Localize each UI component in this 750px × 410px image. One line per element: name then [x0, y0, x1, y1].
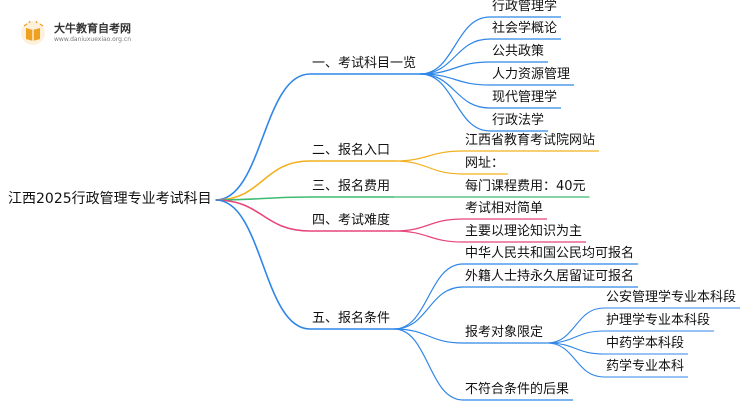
root-node: 江西2025行政管理专业考试科目	[8, 191, 212, 207]
leaf-eligible-major: 药学专业本科	[606, 359, 685, 374]
sub-child-connector	[547, 307, 605, 344]
branch-child-connector	[394, 286, 464, 330]
branch-child-connector	[394, 150, 464, 162]
branch-exam-difficulty: 四、考试难度	[312, 213, 391, 228]
branch-registration-entry: 二、报名入口	[312, 143, 391, 158]
leaf-eligible-major: 护理学专业本科段	[606, 313, 711, 328]
root-branch-connector	[215, 196, 311, 201]
leaf-condition: 中华人民共和国公民均可报名	[465, 246, 635, 261]
branch-registration-conditions: 五、报名条件	[312, 311, 391, 326]
leaf-condition: 外籍人士持永久居留证可报名	[465, 269, 635, 284]
leaf-difficulty: 考试相对简单	[465, 201, 544, 216]
sub-child-connector	[547, 342, 605, 378]
sub-child-connector	[547, 330, 605, 344]
leaf-subject: 现代管理学	[492, 90, 558, 105]
branch-child-connector	[394, 328, 464, 344]
leaf-condition: 不符合条件的后果	[465, 382, 570, 397]
branch-exam-subjects: 一、考试科目一览	[312, 56, 417, 71]
root-branch-connector	[215, 73, 311, 201]
node-eligible-restriction: 报考对象限定	[465, 325, 544, 340]
leaf-subject: 行政法学	[492, 113, 545, 128]
branch-child-connector	[394, 328, 464, 401]
branch-child-connector	[394, 160, 464, 175]
leaf-eligible-major: 中药学本科段	[606, 336, 685, 351]
site-logo: 大牛教育自考网 www.daniuxuexiao.org.cn	[16, 14, 136, 50]
branch-child-connector	[420, 16, 491, 75]
branch-child-connector	[394, 218, 464, 232]
root-branch-connector	[215, 199, 311, 330]
leaf-eligible-major: 公安管理学专业本科段	[606, 290, 737, 305]
leaf-registration-url: 网址：	[465, 156, 505, 171]
branch-registration-fee: 三、报名费用	[312, 179, 391, 194]
logo-url: www.daniuxuexiao.org.cn	[54, 36, 131, 43]
branch-child-connector	[394, 263, 464, 330]
leaf-subject: 人力资源管理	[492, 67, 571, 82]
branch-child-connector	[420, 61, 491, 75]
branch-child-connector	[420, 38, 491, 75]
root-branch-connector	[215, 160, 311, 201]
branch-child-connector	[394, 230, 464, 243]
logo-site-name: 大牛教育自考网	[54, 22, 131, 35]
leaf-difficulty: 主要以理论知识为主	[465, 224, 583, 239]
leaf-subject: 公共政策	[492, 44, 545, 59]
leaf-registration-site: 江西省教育考试院网站	[465, 133, 596, 148]
branch-child-connector	[420, 73, 491, 132]
leaf-subject: 行政管理学	[492, 0, 558, 14]
root-branch-connector	[215, 199, 311, 232]
leaf-subject: 社会学概论	[492, 21, 558, 36]
book-logo-icon	[21, 20, 45, 45]
leaf-fee: 每门课程费用：40元	[465, 179, 586, 194]
